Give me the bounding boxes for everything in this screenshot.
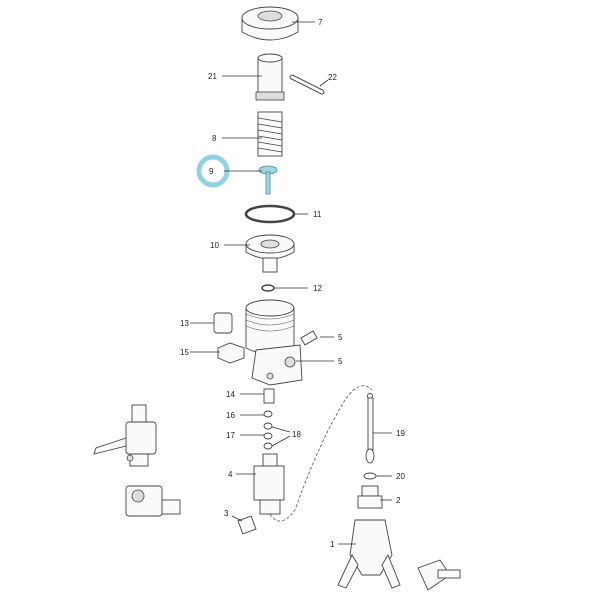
callout-2: 2 — [396, 496, 401, 505]
callout-5a: 5 — [338, 333, 343, 342]
part-9-valve — [258, 165, 278, 195]
callout-1: 1 — [330, 540, 335, 549]
part-11-o-ring — [244, 204, 296, 224]
callout-10: 10 — [210, 241, 219, 250]
callout-22: 22 — [328, 73, 337, 82]
part-3-plug — [237, 515, 257, 535]
callout-19: 19 — [396, 429, 405, 438]
left-elbow-fitting — [125, 485, 181, 517]
callout-18: 18 — [292, 430, 301, 439]
part-22-pin-inner — [290, 75, 324, 94]
part-15-nut — [217, 342, 245, 364]
callout-12: 12 — [313, 284, 322, 293]
callout-5b: 5 — [338, 357, 343, 366]
parts-16-18-seals — [263, 410, 273, 450]
part-5-body — [245, 299, 303, 386]
part-20-washer — [363, 472, 377, 480]
callout-21: 21 — [208, 72, 217, 81]
part-4-housing — [253, 453, 285, 515]
callout-9[interactable]: 9 — [209, 167, 214, 176]
left-valve-assembly — [93, 404, 157, 467]
callout-11: 11 — [313, 210, 322, 219]
callout-17: 17 — [226, 431, 235, 440]
callout-14: 14 — [226, 390, 235, 399]
hose-dashed — [269, 385, 373, 522]
part-8-spring — [257, 111, 283, 157]
callout-20: 20 — [396, 472, 405, 481]
part-5-fitting — [300, 330, 318, 346]
part-7-cap — [241, 6, 299, 41]
callout-3: 3 — [224, 509, 229, 518]
callout-8: 8 — [212, 134, 217, 143]
callout-4: 4 — [228, 470, 233, 479]
part-10-seat — [245, 234, 295, 273]
part-21-piston — [255, 53, 285, 101]
part-2-fitting — [357, 485, 383, 509]
callout-13: 13 — [180, 319, 189, 328]
callout-16: 16 — [226, 411, 235, 420]
part-12-washer — [261, 284, 275, 292]
callout-7: 7 — [318, 18, 323, 27]
part-1-tip-guard — [337, 519, 401, 589]
callout-15: 15 — [180, 348, 189, 357]
part-14-screw — [263, 388, 275, 404]
part-13-sleeve — [213, 312, 233, 334]
part-19-rod — [365, 393, 375, 464]
spray-tip-partial — [417, 559, 461, 591]
